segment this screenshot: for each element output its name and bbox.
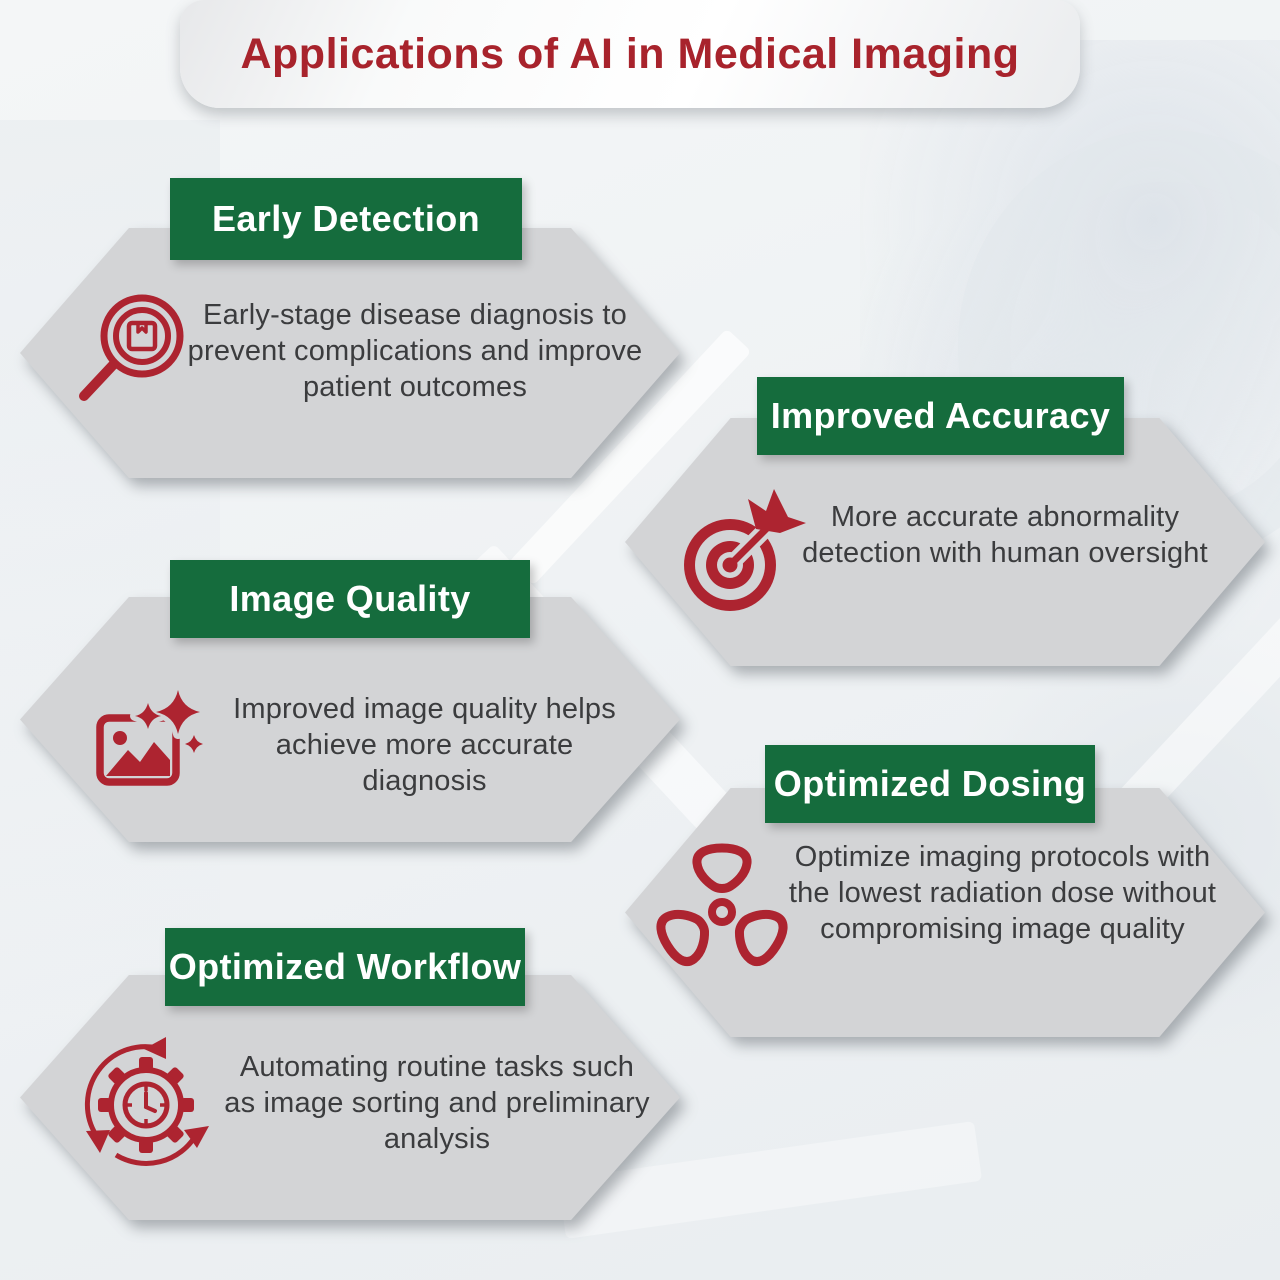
section-header-optimized-workflow: Optimized Workflow [165, 928, 525, 1006]
magnifier-package-icon [79, 294, 184, 401]
target-dart-icon [684, 489, 806, 611]
section-body: Optimize imaging protocols with the lowe… [788, 841, 1217, 945]
image-sparkles-icon [96, 685, 208, 786]
hexagon-panel [20, 975, 680, 1220]
section-body: More accurate abnormality detection with… [802, 501, 1208, 569]
section-header-optimized-dosing: Optimized Dosing [765, 745, 1095, 823]
section-body: Improved image quality helps achieve mor… [233, 693, 616, 797]
section-body: Early-stage disease diagnosis to prevent… [187, 299, 643, 403]
radiation-icon [652, 843, 792, 982]
section-header-image-quality: Image Quality [170, 560, 530, 638]
section-header-early-detection: Early Detection [170, 178, 522, 260]
section-header-improved-accuracy: Improved Accuracy [757, 377, 1124, 455]
title-banner: Applications of AI in Medical Imaging [180, 0, 1080, 108]
page-title: Applications of AI in Medical Imaging [240, 29, 1020, 78]
workflow-cycle-icon [84, 1037, 209, 1166]
hexagon-panel [20, 228, 680, 478]
section-body: Automating routine tasks such as image s… [224, 1051, 650, 1155]
